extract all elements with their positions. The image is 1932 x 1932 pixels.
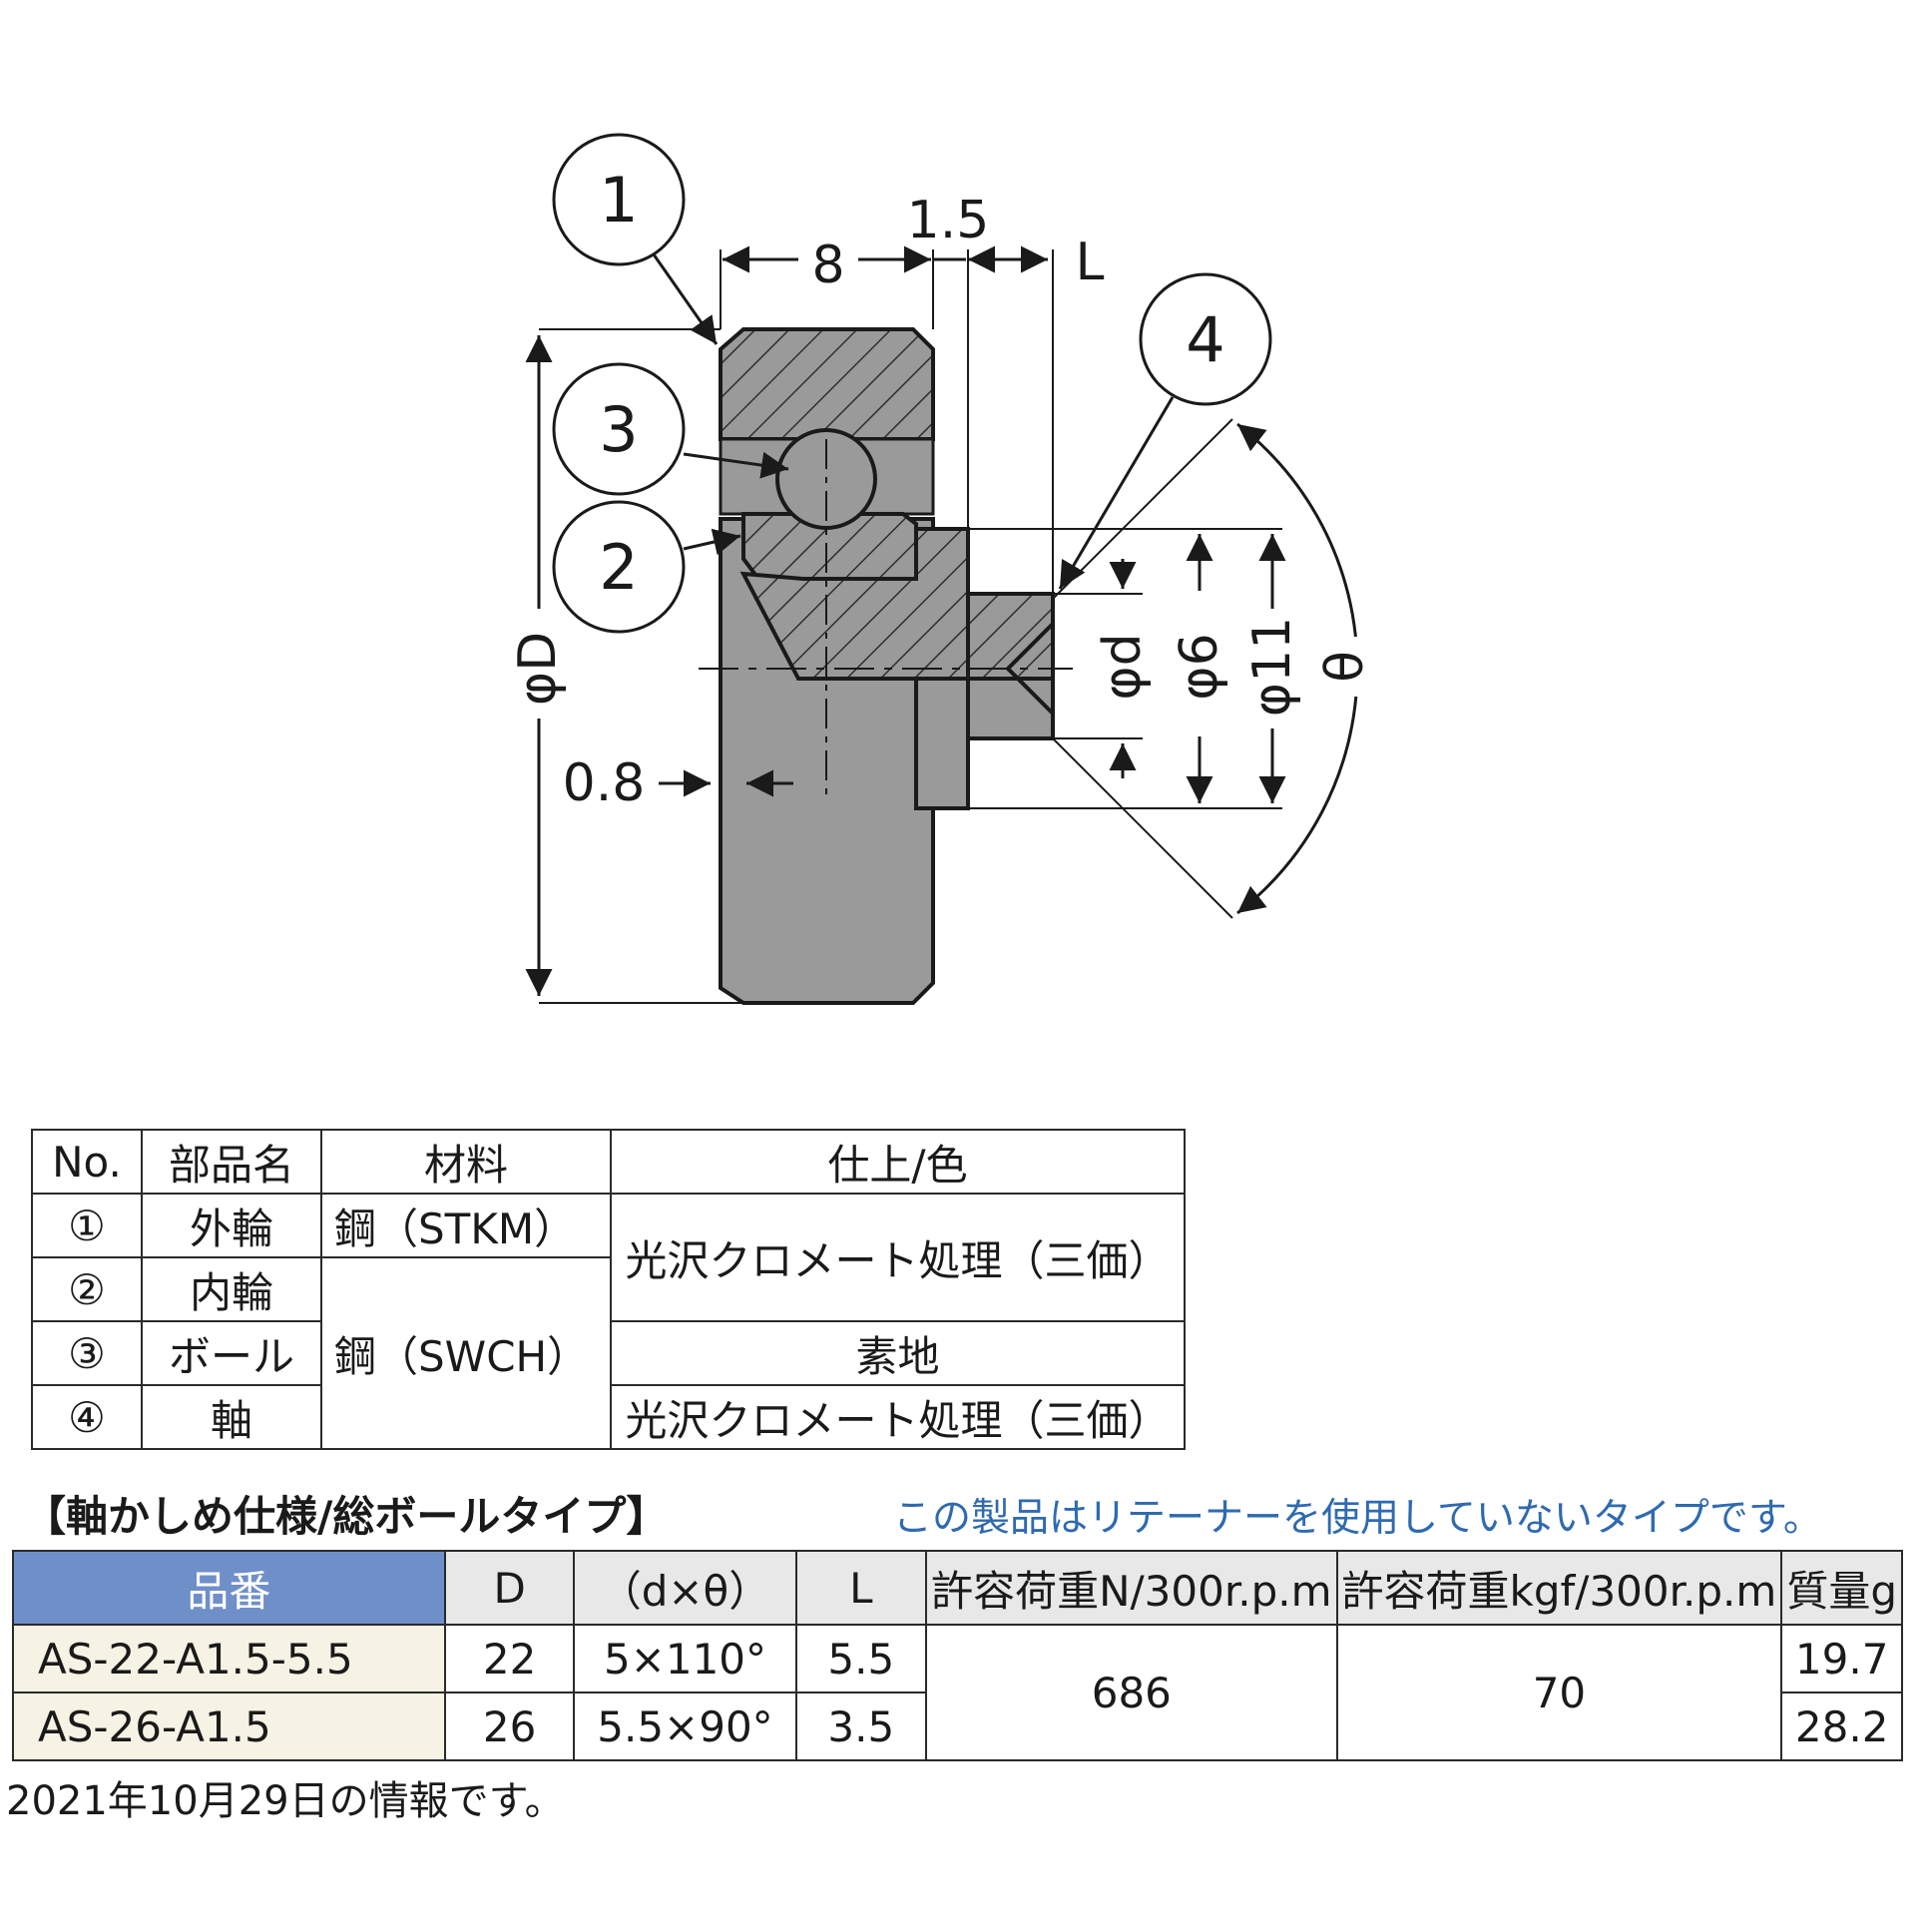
table-row: ④ 軸 光沢クロメート処理（三価） — [31, 1384, 1186, 1450]
dim-6-label: φ6 — [1170, 633, 1229, 700]
dim-11-label: φ11 — [1242, 617, 1302, 717]
dim-L-label: L — [1076, 233, 1105, 292]
part-no: ④ — [31, 1384, 143, 1450]
balloon-2-label: 2 — [599, 531, 638, 604]
spec-header-d-theta: （d×θ） — [573, 1550, 797, 1626]
balloon-3-label: 3 — [599, 393, 638, 466]
parts-header-material: 材料 — [320, 1129, 612, 1195]
footer-note: 2021年10月29日の情報です。 — [6, 1778, 565, 1824]
part-material: 鋼（SWCH） — [320, 1256, 612, 1450]
parts-header-finish: 仕上/色 — [610, 1129, 1186, 1195]
spec-header-D: D — [443, 1550, 576, 1626]
spec-L: 5.5 — [794, 1624, 928, 1693]
spec-load-kgf: 70 — [1335, 1624, 1783, 1761]
spec-header-load-n: 許容荷重N/300r.p.m — [925, 1550, 1338, 1626]
balloon-3 — [552, 362, 686, 496]
spec-D: 22 — [443, 1624, 576, 1693]
balloon-4 — [1139, 272, 1272, 406]
balloon-4-label: 4 — [1186, 303, 1224, 376]
table-row: AS-26-A1.5 26 5.5×90° 3.5 28.2 — [12, 1691, 1903, 1761]
spec-header-mass: 質量g — [1780, 1550, 1903, 1626]
balloon-2 — [552, 500, 686, 634]
part-name: 外輪 — [141, 1193, 322, 1258]
shaft-flange-lower — [914, 677, 970, 810]
part-no: ③ — [31, 1320, 143, 1386]
spec-part-no: AS-22-A1.5-5.5 — [12, 1624, 446, 1693]
parts-header-name: 部品名 — [141, 1129, 322, 1195]
bearing-cross-section-drawing: 8 1.5 L φD 0.8 φd φ6 φ11 θ 1 3 2 4 — [508, 133, 1375, 1005]
spec-note: この製品はリテーナーを使用していないタイプです。 — [893, 1496, 1822, 1541]
spec-table: 品番 D （d×θ） L 許容荷重N/300r.p.m 許容荷重kgf/300r… — [12, 1550, 1903, 1761]
dim-1-5-label: 1.5 — [907, 191, 990, 250]
table-row: ③ ボール 素地 — [31, 1320, 1186, 1386]
spec-load-n: 686 — [925, 1624, 1338, 1761]
parts-table-header: No. 部品名 材料 仕上/色 — [31, 1129, 1186, 1195]
table-row: ① 外輪 鋼（STKM） 光沢クロメート処理（三価） — [31, 1193, 1186, 1322]
spec-header-load-kgf: 許容荷重kgf/300r.p.m — [1335, 1550, 1783, 1626]
dim-D-label: φD — [508, 632, 568, 706]
spec-L: 3.5 — [794, 1691, 928, 1761]
spec-D: 26 — [443, 1691, 576, 1761]
part-finish: 光沢クロメート処理（三価） — [610, 1384, 1186, 1450]
dim-8-label: 8 — [811, 236, 844, 295]
part-material: 鋼（STKM） — [320, 1193, 612, 1258]
parts-header-no: No. — [31, 1129, 143, 1195]
shaft-pin-lower — [966, 677, 1055, 740]
table-row: AS-22-A1.5-5.5 22 5×110° 5.5 686 70 19.7 — [12, 1624, 1903, 1761]
part-name: 軸 — [141, 1384, 322, 1450]
spec-header-part-no: 品番 — [12, 1550, 446, 1626]
part-finish: 光沢クロメート処理（三価） — [610, 1193, 1186, 1322]
part-name: ボール — [141, 1320, 322, 1386]
dim-d-label: φd — [1093, 633, 1153, 700]
spec-header-L: L — [794, 1550, 928, 1626]
part-finish: 素地 — [610, 1320, 1186, 1386]
dim-0-8-label: 0.8 — [563, 753, 646, 813]
spec-d-theta: 5×110° — [573, 1624, 797, 1693]
dim-theta-label: θ — [1315, 651, 1375, 683]
part-no: ② — [31, 1256, 143, 1322]
table-row: ② 内輪 鋼（SWCH） — [31, 1256, 1185, 1450]
parts-table: No. 部品名 材料 仕上/色 ① 外輪 鋼（STKM） 光沢クロメート処理（三… — [31, 1129, 1186, 1450]
spec-d-theta: 5.5×90° — [573, 1691, 797, 1761]
balloon-1 — [552, 133, 686, 266]
balloon-1-label: 1 — [599, 164, 638, 237]
spec-mass: 19.7 — [1780, 1624, 1903, 1693]
spec-mass: 28.2 — [1780, 1691, 1903, 1761]
spec-heading: 【軸かしめ仕様/総ボールタイプ】 — [24, 1492, 669, 1541]
part-no: ① — [31, 1193, 143, 1258]
spec-part-no: AS-26-A1.5 — [12, 1691, 446, 1761]
outer-ring-section — [719, 327, 935, 441]
part-name: 内輪 — [141, 1256, 322, 1322]
spec-table-header: 品番 D （d×θ） L 許容荷重N/300r.p.m 許容荷重kgf/300r… — [12, 1550, 1903, 1626]
